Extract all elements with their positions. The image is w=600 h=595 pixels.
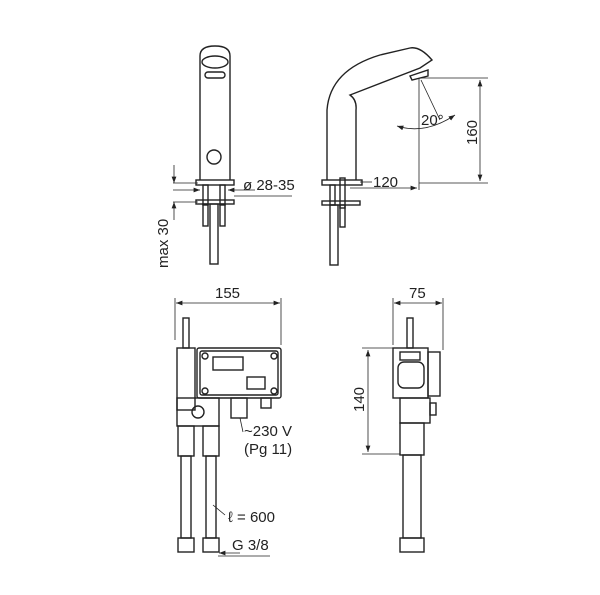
control-box-front-dimensions: 155 ~230 V (Pg 11) ℓ = 600 G 3/8 bbox=[174, 285, 292, 557]
diameter-label: ø 28-35 bbox=[243, 177, 295, 194]
height-label: 160 bbox=[464, 120, 481, 145]
max-depth-label: max 30 bbox=[155, 219, 172, 268]
angle-label: 20° bbox=[421, 112, 444, 129]
box-height-label: 140 bbox=[351, 387, 368, 412]
faucet-front-view bbox=[195, 45, 235, 265]
box-depth-label: 75 bbox=[409, 285, 426, 302]
hose-length-label: ℓ = 600 bbox=[228, 509, 275, 526]
reach-label: 120 bbox=[373, 174, 398, 191]
faucet-side-view bbox=[321, 47, 434, 266]
box-width-label: 155 bbox=[215, 285, 240, 302]
dimension-diameter: ø 28-35 max 30 bbox=[155, 165, 295, 268]
thread-label: G 3/8 bbox=[232, 537, 269, 554]
gland-label: (Pg 11) bbox=[244, 441, 292, 458]
dimension-reach-height-angle: 120 20° 160 bbox=[350, 77, 488, 191]
control-box-side-dimensions: 75 140 bbox=[351, 285, 444, 455]
control-box-front bbox=[176, 317, 282, 553]
voltage-label: ~230 V bbox=[244, 423, 292, 440]
control-box-side bbox=[392, 317, 441, 553]
